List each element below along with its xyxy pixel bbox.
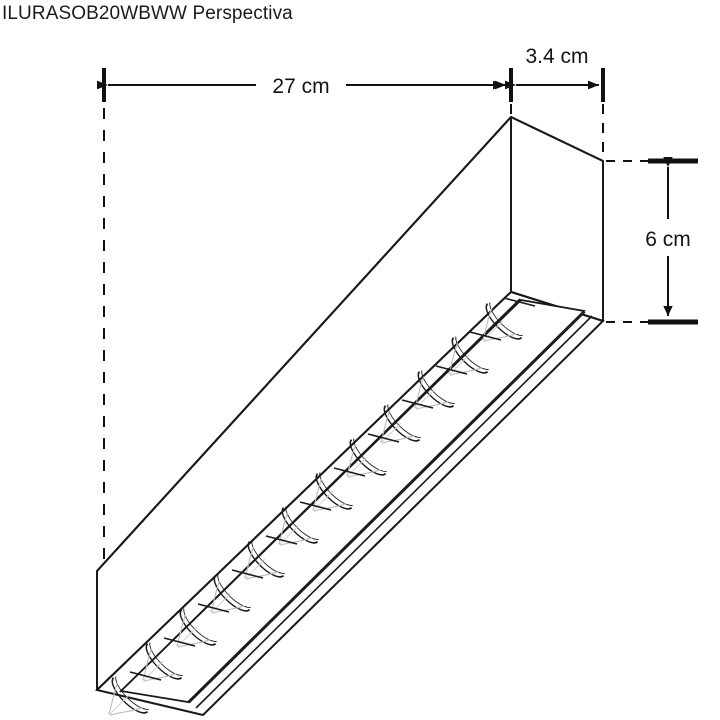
dimension-label-height: 6 cm [645,228,691,251]
channel-rail-b [195,315,593,709]
channel-rail-c [188,311,586,704]
luminaire-body [96,116,604,691]
dimension-length-27cm: 27 cm [97,68,504,590]
led-cell-dividers [129,297,536,681]
edge-top-long [96,116,512,572]
dimension-height-6cm: 6 cm [606,157,698,325]
dimension-label-length: 27 cm [272,75,329,98]
channel-inner-opening [119,299,586,703]
dimension-depth-34cm: 3.4 cm [486,45,605,158]
edge-top-rear [510,116,604,162]
page-title: ILURASOB20WBWW Perspectiva [2,3,293,24]
led-channel [94,290,605,717]
dimension-label-depth: 3.4 cm [525,45,588,68]
